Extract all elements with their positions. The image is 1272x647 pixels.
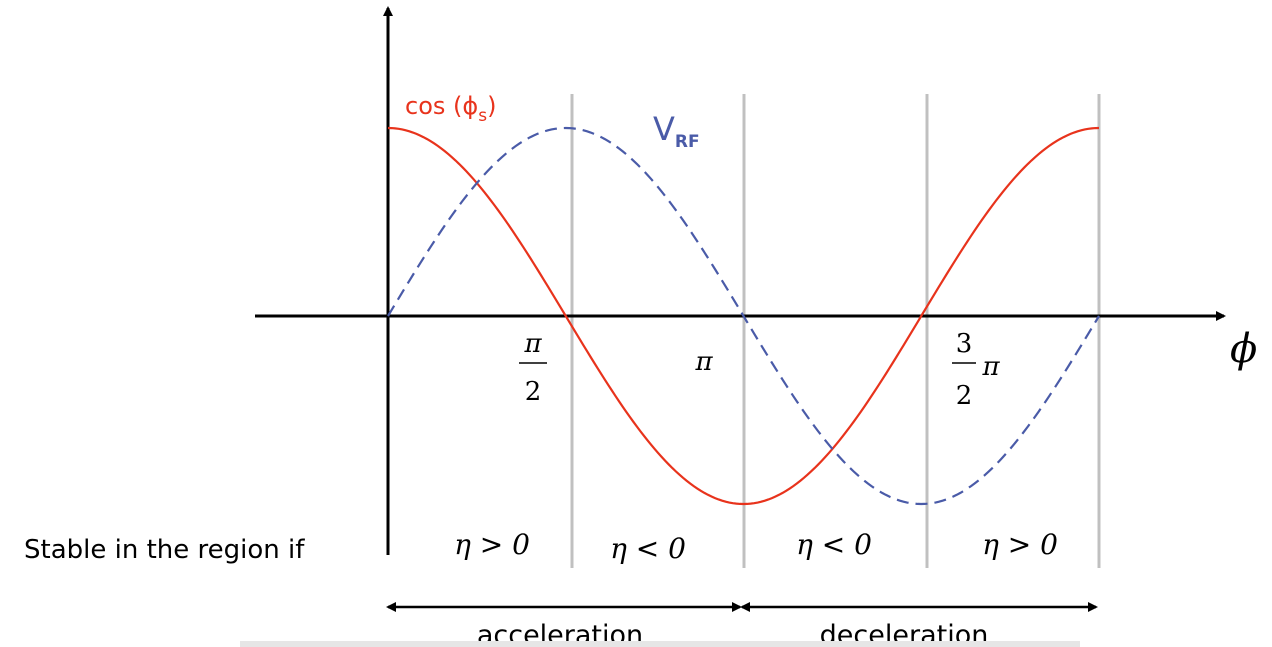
svg-text:2: 2 — [525, 377, 542, 407]
region-condition-1: η > 0 — [454, 528, 530, 561]
vrf-curve — [387, 126, 1100, 506]
cos-curve — [387, 126, 1100, 506]
svg-text:π: π — [981, 352, 1000, 382]
svg-text:3: 3 — [956, 329, 973, 359]
svg-text:2: 2 — [956, 381, 973, 411]
cos-curve-label: cos (ϕs) — [405, 92, 496, 126]
slide-footer-bar — [240, 641, 1080, 647]
tick-label-half-pi: π 2 — [519, 329, 547, 407]
tick-label-three-half-pi: 3 2 π — [952, 329, 1000, 411]
region-condition-4: η > 0 — [982, 528, 1058, 561]
region-condition-3: η < 0 — [796, 528, 872, 561]
svg-text:π: π — [523, 329, 542, 359]
tick-label-pi: π — [694, 347, 713, 377]
stable-region-label: Stable in the region if — [24, 535, 305, 565]
region-condition-2: η < 0 — [610, 532, 686, 565]
axis-label-phi: ϕ — [1230, 326, 1257, 372]
vrf-curve-label: VRF — [653, 110, 700, 152]
